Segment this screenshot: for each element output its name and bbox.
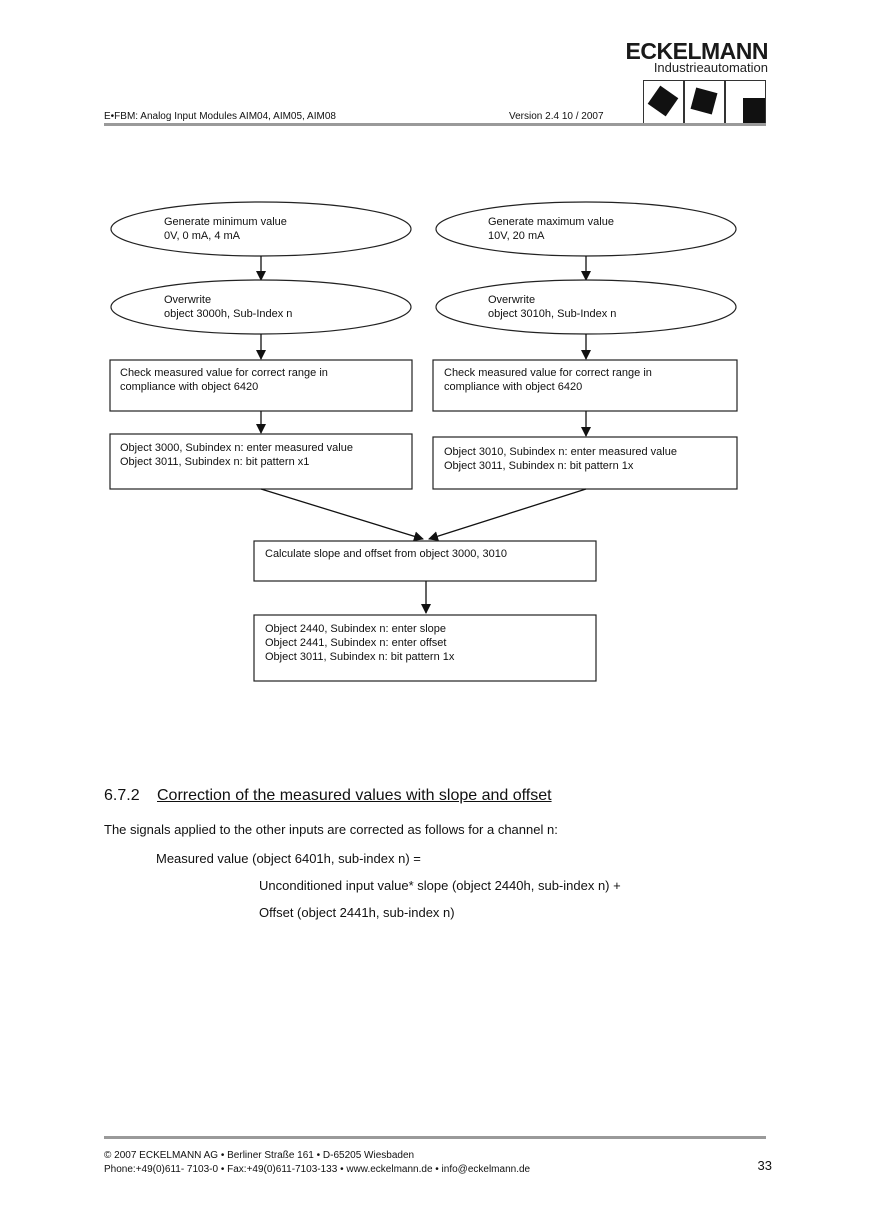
- left-start-ellipse: [110, 201, 412, 257]
- header-divider: [104, 123, 766, 126]
- intro-paragraph: The signals applied to the other inputs …: [104, 822, 558, 837]
- result-box: [253, 614, 597, 682]
- left-check-text: Check measured value for correct range i…: [120, 367, 331, 393]
- formula-lhs: Measured value (object 6401h, sub-index …: [156, 851, 421, 866]
- right-start-text: Generate maximum value 10V, 20 mA: [488, 216, 617, 242]
- calculate-text: Calculate slope and offset from object 3…: [265, 548, 507, 560]
- formula-rhs-line-2: Offset (object 2441h, sub-index n): [259, 905, 455, 920]
- section-title: Correction of the measured values with s…: [157, 787, 552, 804]
- document-version: Version 2.4 10 / 2007: [509, 111, 604, 122]
- left-enter-text: Object 3000, Subindex n: enter measured …: [120, 442, 356, 468]
- footer-divider: [104, 1136, 766, 1139]
- brand-name: ECKELMANN: [625, 38, 769, 64]
- footer-address: © 2007 ECKELMANN AG • Berliner Straße 16…: [104, 1150, 415, 1161]
- brand-subtitle: Industrieautomation: [653, 60, 768, 75]
- arrow-merge-left: [260, 488, 424, 542]
- right-enter-text: Object 3010, Subindex n: enter measured …: [444, 446, 680, 472]
- left-overwrite-ellipse: [110, 279, 412, 335]
- left-overwrite-text: Overwrite object 3000h, Sub-Index n: [164, 294, 292, 320]
- eckelmann-logo-icon: [643, 80, 766, 125]
- left-enter-box: [109, 433, 413, 490]
- section-heading: 6.7.2 Correction of the measured values w…: [104, 787, 552, 805]
- right-check-box: [432, 359, 738, 412]
- section-number: 6.7.2: [104, 787, 140, 804]
- right-overwrite-text: Overwrite object 3010h, Sub-Index n: [488, 294, 616, 320]
- arrow-merge-right: [428, 488, 587, 542]
- left-start-text: Generate minimum value 0V, 0 mA, 4 mA: [164, 216, 290, 242]
- page-number: 33: [757, 1158, 772, 1173]
- calibration-flowchart: Generate minimum value 0V, 0 mA, 4 mA Ov…: [109, 201, 738, 682]
- right-check-text: Check measured value for correct range i…: [444, 367, 655, 393]
- formula-rhs-line-1: Unconditioned input value* slope (object…: [259, 878, 621, 893]
- document-title: E•FBM: Analog Input Modules AIM04, AIM05…: [104, 111, 336, 122]
- result-text: Object 2440, Subindex n: enter slope Obj…: [265, 623, 455, 663]
- right-overwrite-ellipse: [435, 279, 737, 335]
- right-start-ellipse: [435, 201, 737, 257]
- footer-contact: Phone:+49(0)611- 7103-0 • Fax:+49(0)611-…: [104, 1164, 531, 1175]
- calculate-box: [253, 540, 597, 582]
